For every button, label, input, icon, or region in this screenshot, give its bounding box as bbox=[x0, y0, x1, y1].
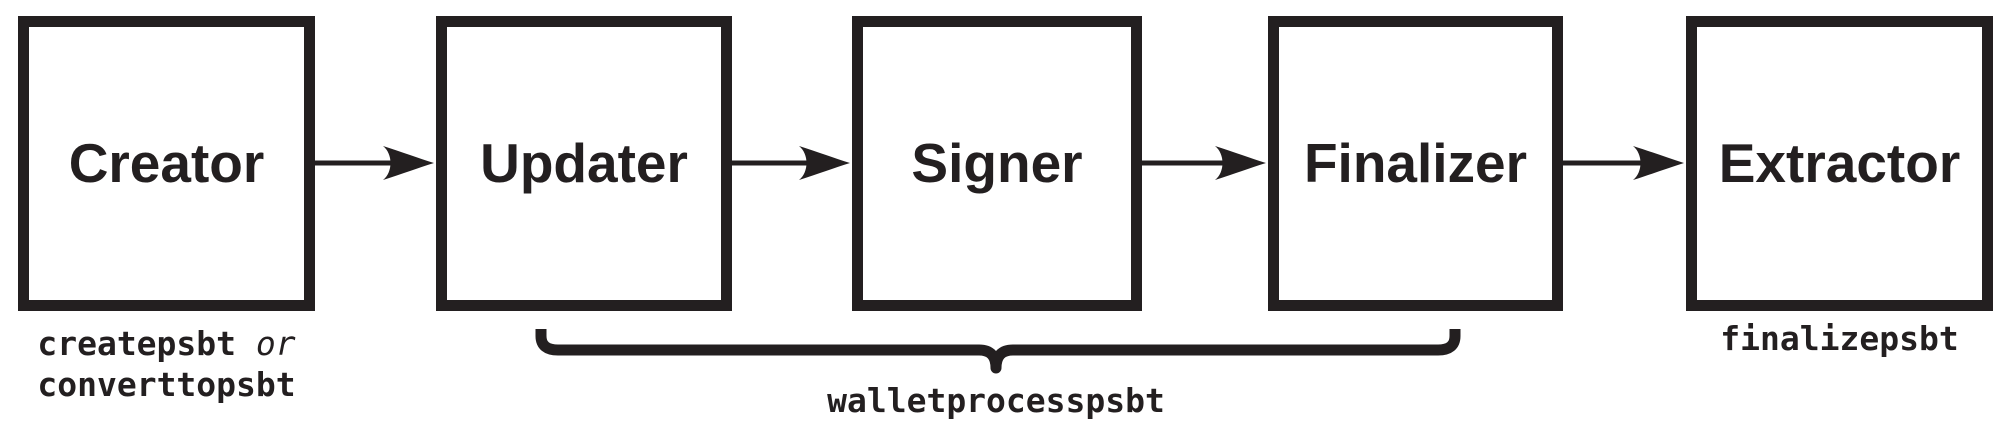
box-signer: Signer bbox=[852, 16, 1142, 311]
box-extractor-label: Extractor bbox=[1718, 132, 1961, 194]
brace-caption: walletprocesspsbt bbox=[827, 381, 1165, 420]
arrow-finalizer-to-extractor-icon bbox=[1563, 146, 1684, 180]
box-creator-label: Creator bbox=[68, 132, 265, 194]
arrow-updater-to-signer-icon bbox=[732, 146, 850, 180]
underbrace-icon bbox=[535, 329, 1461, 374]
creator-command-1: createpsbt bbox=[37, 324, 237, 363]
arrow-creator-to-updater-icon bbox=[315, 146, 434, 180]
box-extractor: Extractor bbox=[1686, 16, 1993, 311]
creator-caption: createpsbt or converttopsbt bbox=[18, 323, 315, 405]
box-updater-label: Updater bbox=[480, 132, 688, 194]
box-finalizer: Finalizer bbox=[1268, 16, 1563, 311]
arrow-signer-to-finalizer-icon bbox=[1142, 146, 1266, 180]
box-signer-label: Signer bbox=[911, 132, 1083, 194]
extractor-caption: finalizepsbt bbox=[1720, 319, 1959, 358]
creator-caption-line2: converttopsbt bbox=[18, 364, 315, 405]
box-finalizer-label: Finalizer bbox=[1303, 132, 1528, 194]
creator-command-2: converttopsbt bbox=[37, 365, 296, 404]
box-updater: Updater bbox=[436, 16, 732, 311]
box-creator: Creator bbox=[18, 16, 315, 311]
creator-conjunction: or bbox=[255, 324, 296, 363]
creator-caption-line1: createpsbt or bbox=[18, 323, 315, 364]
